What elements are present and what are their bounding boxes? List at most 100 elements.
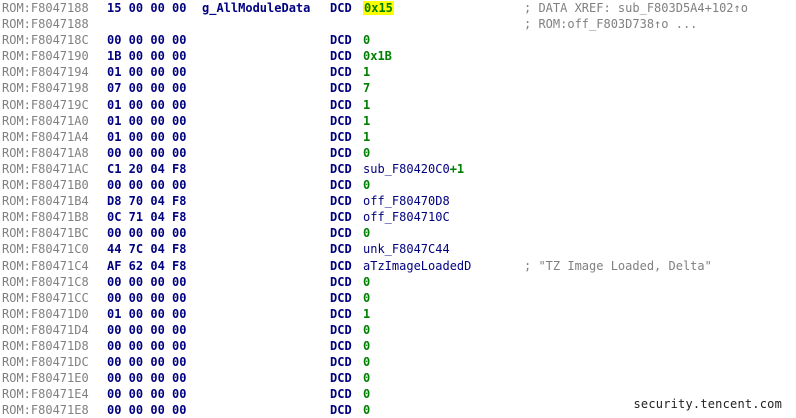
operand-value[interactable]: 0 bbox=[363, 290, 371, 305]
address[interactable]: ROM:F804718C bbox=[2, 33, 89, 48]
operand[interactable]: 0 bbox=[363, 322, 370, 338]
operand-value[interactable]: off_F804710C bbox=[363, 210, 450, 225]
operand[interactable]: off_F80470D8 bbox=[363, 193, 450, 209]
operand[interactable]: 0x15 bbox=[363, 0, 394, 16]
operand[interactable]: 0 bbox=[363, 386, 370, 402]
address[interactable]: ROM:F80471E0 bbox=[2, 371, 89, 386]
operand[interactable]: unk_F8047C44 bbox=[363, 241, 450, 257]
operand-value[interactable]: 0 bbox=[363, 145, 371, 160]
address[interactable]: ROM:F80471C0 bbox=[2, 242, 89, 257]
address[interactable]: ROM:F8047188 bbox=[2, 17, 89, 32]
operand-value[interactable]: 1 bbox=[363, 97, 371, 112]
address[interactable]: ROM:F80471E8 bbox=[2, 403, 89, 418]
operand[interactable]: 0 bbox=[363, 354, 370, 370]
operand-value[interactable]: off_F80470D8 bbox=[363, 194, 450, 209]
address[interactable]: ROM:F80471AC bbox=[2, 161, 89, 176]
operand[interactable]: 1 bbox=[363, 113, 370, 129]
address[interactable]: ROM:F80471CC bbox=[2, 290, 89, 305]
operand[interactable]: 7 bbox=[363, 80, 370, 96]
address[interactable]: ROM:F80471D4 bbox=[2, 322, 89, 337]
operand[interactable]: 1 bbox=[363, 306, 370, 322]
operand[interactable]: 0 bbox=[363, 32, 370, 48]
address[interactable]: ROM:F80471A4 bbox=[2, 129, 89, 144]
operand[interactable]: 0 bbox=[363, 177, 370, 193]
operand-value[interactable]: 0 bbox=[363, 33, 371, 48]
operand-value[interactable]: 1 bbox=[363, 129, 371, 144]
operand[interactable]: 0 bbox=[363, 145, 370, 161]
operand-value[interactable]: 0 bbox=[363, 371, 371, 386]
operand[interactable]: 0 bbox=[363, 338, 370, 354]
operand[interactable]: aTzImageLoadedD bbox=[363, 258, 471, 274]
operand-value[interactable]: 0 bbox=[363, 274, 371, 289]
address[interactable]: ROM:F80471A0 bbox=[2, 113, 89, 128]
address[interactable]: ROM:F804719C bbox=[2, 97, 89, 112]
operand[interactable]: 0x1B bbox=[363, 48, 392, 64]
operand-value[interactable]: 1 bbox=[363, 65, 371, 80]
operand[interactable]: sub_F80420C0+1 bbox=[363, 161, 464, 177]
address[interactable]: ROM:F8047198 bbox=[2, 81, 89, 96]
operand[interactable]: 1 bbox=[363, 129, 370, 145]
address[interactable]: ROM:F80471A8 bbox=[2, 145, 89, 160]
operand-value[interactable]: aTzImageLoadedD bbox=[363, 258, 472, 273]
address[interactable]: ROM:F80471D8 bbox=[2, 338, 89, 353]
operand[interactable]: 0 bbox=[363, 370, 370, 386]
address[interactable]: ROM:F80471B4 bbox=[2, 194, 89, 209]
operand-value[interactable]: 1 bbox=[363, 113, 371, 128]
operand[interactable]: 0 bbox=[363, 402, 370, 418]
operand-value[interactable]: 0x1B bbox=[363, 49, 392, 64]
operand-value[interactable]: 0 bbox=[363, 226, 371, 241]
listing-row[interactable]: ROM:F8047188; ROM:off_F803D738↑o ... bbox=[0, 16, 796, 32]
address[interactable]: ROM:F80471C8 bbox=[2, 274, 89, 289]
operand-value[interactable]: 7 bbox=[363, 81, 371, 96]
operand[interactable]: 0 bbox=[363, 290, 370, 306]
operand[interactable]: off_F804710C bbox=[363, 209, 450, 225]
operand[interactable]: 1 bbox=[363, 64, 370, 80]
operand-value[interactable]: 1 bbox=[363, 306, 371, 321]
operand[interactable]: 0 bbox=[363, 225, 370, 241]
operand-value[interactable]: 0 bbox=[363, 338, 371, 353]
data-label[interactable]: g_AllModuleData bbox=[202, 1, 311, 15]
address[interactable]: ROM:F80471D0 bbox=[2, 306, 89, 321]
address[interactable]: ROM:F80471E4 bbox=[2, 387, 89, 402]
operand-value[interactable]: 0x15 bbox=[363, 1, 394, 15]
address[interactable]: ROM:F8047188 bbox=[2, 1, 89, 15]
operand-value[interactable]: sub_F80420C0 bbox=[363, 161, 450, 176]
address[interactable]: ROM:F80471BC bbox=[2, 226, 89, 241]
address[interactable]: ROM:F8047190 bbox=[2, 49, 89, 64]
operand-value[interactable]: 0 bbox=[363, 387, 371, 402]
address[interactable]: ROM:F80471C4 bbox=[2, 258, 89, 273]
operand-value[interactable]: 0 bbox=[363, 178, 371, 193]
address[interactable]: ROM:F80471B8 bbox=[2, 210, 89, 225]
address[interactable]: ROM:F80471DC bbox=[2, 355, 89, 370]
operand[interactable]: 1 bbox=[363, 97, 370, 113]
operand-value[interactable]: 0 bbox=[363, 322, 371, 337]
operand-value[interactable]: 0 bbox=[363, 403, 371, 418]
operand-value[interactable]: 0 bbox=[363, 355, 371, 370]
address[interactable]: ROM:F8047194 bbox=[2, 65, 89, 80]
address[interactable]: ROM:F80471B0 bbox=[2, 178, 89, 193]
operand-value[interactable]: unk_F8047C44 bbox=[363, 242, 450, 257]
